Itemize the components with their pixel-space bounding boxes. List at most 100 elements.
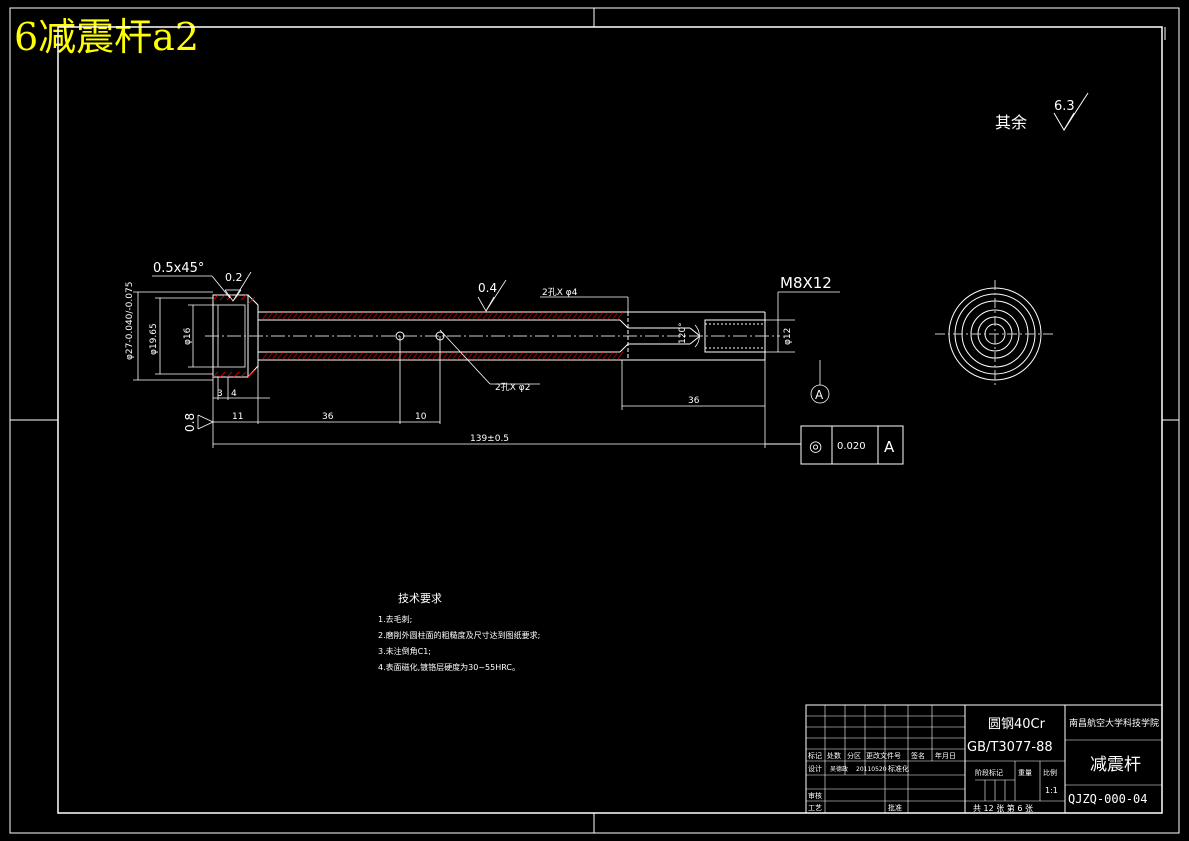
hatch-line	[451, 351, 459, 361]
hatch-line	[261, 351, 269, 361]
hatch-line	[296, 311, 304, 321]
hatch-line	[346, 351, 354, 361]
hatch-line	[561, 311, 569, 321]
hatch-line	[366, 351, 374, 361]
svg-text:更改文件号: 更改文件号	[866, 751, 901, 760]
hatch-line	[311, 351, 319, 361]
watermark-title: 6减震杆a2	[14, 15, 200, 59]
hatch-line	[296, 351, 304, 361]
hatch-line	[546, 351, 554, 361]
svg-text:2.磨削外圆柱面的粗糙度及尺寸达到图纸要求;: 2.磨削外圆柱面的粗糙度及尺寸达到图纸要求;	[378, 630, 540, 640]
hatch-line	[481, 351, 489, 361]
hatch-line	[501, 351, 509, 361]
hatch-line	[361, 311, 369, 321]
hatch-line	[596, 311, 604, 321]
hatch-line	[406, 351, 414, 361]
svg-text:标准化: 标准化	[888, 764, 909, 773]
surface-finish-note: 其余 6.3	[995, 92, 1089, 132]
svg-text:20110520: 20110520	[856, 766, 887, 773]
hatch-line	[466, 311, 474, 321]
hatch-line	[266, 311, 274, 321]
svg-text:11: 11	[232, 412, 243, 422]
hatch-line	[301, 351, 309, 361]
hatch-line	[356, 351, 364, 361]
hatch-line	[616, 351, 624, 361]
hatch-line	[446, 311, 454, 321]
hatch-line	[336, 311, 344, 321]
hatch-line	[471, 311, 479, 321]
svg-text:QJZQ-000-04: QJZQ-000-04	[1068, 792, 1147, 806]
title-block-text: 圆钢40Cr GB/T3077-88 南昌航空大学科技学院 减震杆 QJZQ-0…	[808, 717, 1159, 813]
hatch-line	[486, 351, 494, 361]
svg-text:0.2: 0.2	[225, 271, 243, 284]
svg-text:10: 10	[415, 412, 427, 422]
hatch-line	[571, 351, 579, 361]
svg-text:分区: 分区	[847, 751, 861, 760]
hatch-line	[511, 311, 519, 321]
svg-text:圆钢40Cr: 圆钢40Cr	[988, 717, 1046, 732]
svg-text:3: 3	[217, 389, 223, 399]
hatch-line	[591, 311, 599, 321]
svg-text:签名: 签名	[911, 751, 925, 760]
hatch-line	[271, 311, 279, 321]
hatch-line	[321, 351, 329, 361]
svg-text:φ27-0.040/-0.075: φ27-0.040/-0.075	[125, 282, 135, 360]
hatch-line	[331, 351, 339, 361]
hatch-line	[371, 311, 379, 321]
hatch-line	[326, 351, 334, 361]
title-block	[805, 704, 1163, 814]
svg-text:其余: 其余	[995, 113, 1027, 132]
hatch-line	[586, 311, 594, 321]
hatch-line	[281, 311, 289, 321]
svg-text:4.表面磁化,镀铬层硬度为30~55HRC。: 4.表面磁化,镀铬层硬度为30~55HRC。	[378, 662, 520, 672]
hatch-line	[276, 311, 284, 321]
hatch-line	[371, 351, 379, 361]
svg-text:M8X12: M8X12	[780, 274, 832, 292]
hatch-line	[506, 351, 514, 361]
hatch-line	[436, 311, 444, 321]
svg-text:6.3: 6.3	[1054, 99, 1075, 114]
hatch-line	[541, 311, 549, 321]
hatch-line	[356, 311, 364, 321]
hatch-line	[376, 311, 384, 321]
dimension-lines	[133, 271, 840, 448]
hatch-line	[316, 351, 324, 361]
hatch-line	[521, 311, 529, 321]
svg-text:139±0.5: 139±0.5	[470, 434, 509, 444]
tech-requirements: 技术要求 1.去毛刺; 2.磨削外圆柱面的粗糙度及尺寸达到图纸要求; 3.未注倒…	[378, 592, 540, 672]
hatch-line	[476, 351, 484, 361]
hatch-line	[531, 311, 539, 321]
hatch-line	[281, 351, 289, 361]
svg-text:处数: 处数	[827, 751, 841, 760]
hatch-line	[531, 351, 539, 361]
hatch-line	[606, 351, 614, 361]
part-main-view	[205, 294, 780, 378]
hatch-line	[611, 351, 619, 361]
hatch-line	[276, 351, 284, 361]
svg-text:南昌航空大学科技学院: 南昌航空大学科技学院	[1069, 717, 1159, 729]
svg-text:吴德政: 吴德政	[830, 765, 848, 773]
hatch-line	[541, 351, 549, 361]
svg-text:4: 4	[231, 389, 237, 399]
hatch-line	[581, 351, 589, 361]
hatch-line	[506, 311, 514, 321]
hatch-line	[556, 311, 564, 321]
hatch-line	[461, 311, 469, 321]
hatch-line	[471, 351, 479, 361]
hatch-line	[566, 351, 574, 361]
hatch-line	[381, 351, 389, 361]
hatch-line	[616, 311, 624, 321]
hatch-line	[516, 351, 524, 361]
hatch-line	[366, 311, 374, 321]
hatch-line	[456, 311, 464, 321]
hatch-line	[341, 311, 349, 321]
hatch-line	[426, 351, 434, 361]
hatch-line	[601, 351, 609, 361]
svg-text:3.未注倒角C1;: 3.未注倒角C1;	[378, 646, 431, 656]
hatch-line	[486, 311, 494, 321]
hatch-line	[306, 311, 314, 321]
hatch-line	[291, 351, 299, 361]
svg-text:φ16: φ16	[183, 327, 193, 345]
svg-text:2孔X φ4: 2孔X φ4	[542, 287, 578, 298]
svg-text:工艺: 工艺	[808, 804, 822, 812]
